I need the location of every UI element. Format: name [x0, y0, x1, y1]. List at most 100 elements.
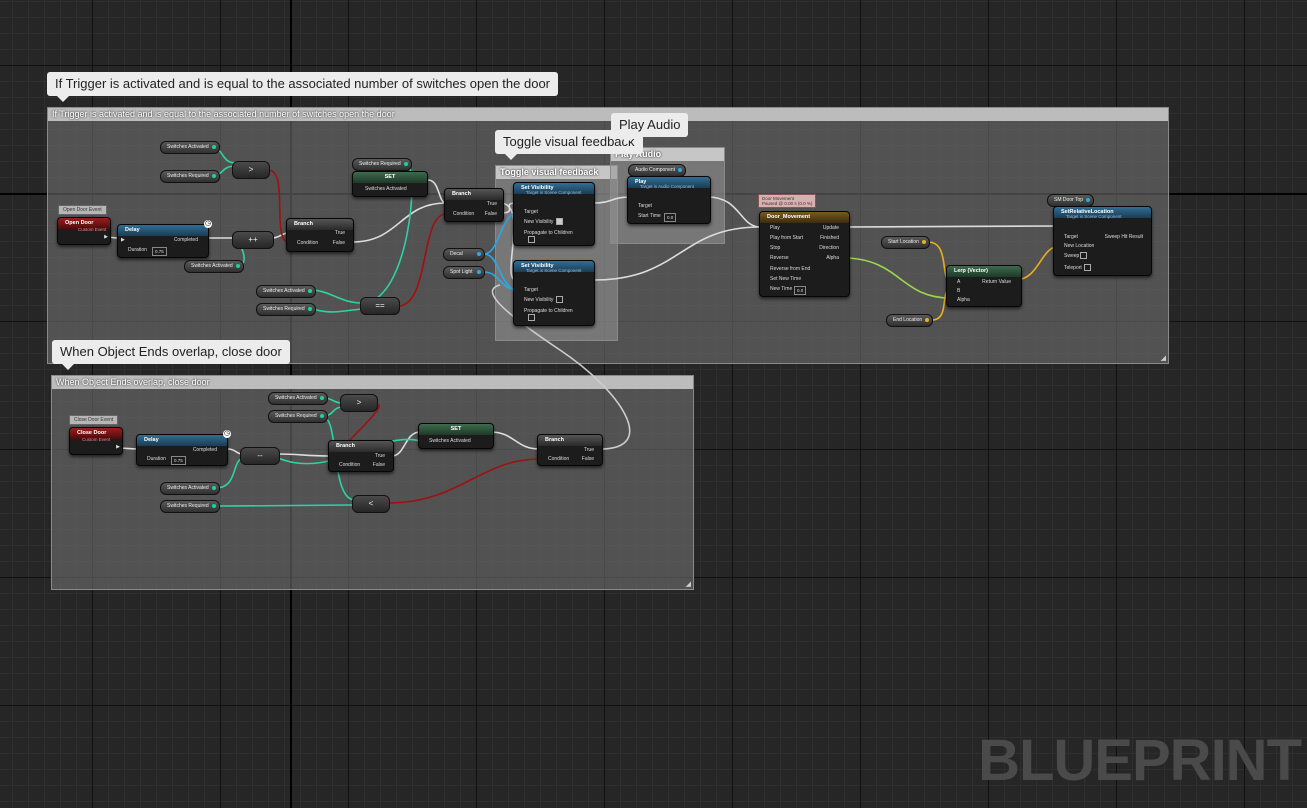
- completed-pin[interactable]: Completed: [173, 237, 198, 243]
- var-switches-required[interactable]: Switches Required: [160, 170, 220, 183]
- timeline-output-direction[interactable]: Direction: [819, 245, 839, 251]
- target-pin[interactable]: Target: [1064, 234, 1078, 240]
- set-var-pin[interactable]: Switches Activated: [365, 186, 407, 192]
- open-door-event-node[interactable]: Open Door Custom Event ▶: [57, 217, 111, 245]
- less-than-node[interactable]: <: [352, 495, 390, 513]
- comment-bubble-open-door[interactable]: If Trigger is activated and is equal to …: [47, 72, 559, 102]
- node-subtitle: Target is Scene Component: [526, 268, 582, 273]
- visibility-checkbox[interactable]: [554, 218, 563, 226]
- greater-node[interactable]: >: [232, 161, 270, 179]
- timeline-node[interactable]: Door_Movement Play Play from Start Stop …: [759, 211, 850, 297]
- timeline-input-stop[interactable]: Stop: [770, 245, 781, 251]
- false-pin[interactable]: False: [581, 456, 594, 462]
- propagate-checkbox[interactable]: [526, 236, 535, 244]
- timeline-input-play-from-start[interactable]: Play from Start: [770, 235, 804, 241]
- var-switches-required[interactable]: Switches Required: [256, 303, 316, 316]
- propagate-pin[interactable]: Propagate to Children: [524, 308, 573, 314]
- target-pin[interactable]: Target: [638, 203, 652, 209]
- exec-out-pin-icon[interactable]: ▶: [116, 444, 120, 450]
- lerp-vector-node[interactable]: Lerp (Vector) A B Alpha Return Value: [946, 265, 1022, 307]
- comment-bubble-play-audio[interactable]: Play Audio: [611, 113, 689, 143]
- branch-node[interactable]: Branch True False Condition: [444, 188, 504, 222]
- true-pin[interactable]: True: [374, 453, 385, 459]
- lerp-alpha-pin[interactable]: Alpha: [957, 297, 970, 303]
- false-pin[interactable]: False: [372, 462, 385, 468]
- timeline-input-new-time[interactable]: New Time: [770, 286, 793, 292]
- true-pin[interactable]: True: [486, 201, 497, 207]
- branch-node[interactable]: Branch True False Condition: [537, 434, 603, 466]
- decrement-node[interactable]: --: [240, 447, 280, 465]
- timeline-output-update[interactable]: Update: [822, 225, 839, 231]
- var-switches-activated[interactable]: Switches Activated: [160, 482, 220, 495]
- propagate-pin[interactable]: Propagate to Children: [524, 230, 573, 236]
- timeline-input-reverse[interactable]: Reverse: [770, 255, 789, 261]
- delay-node[interactable]: Delay Completed Duration 0.75 ◷: [136, 430, 231, 466]
- var-spot-light[interactable]: Spot Light: [443, 266, 485, 279]
- var-switches-activated[interactable]: Switches Activated: [268, 392, 328, 405]
- exec-out-pin-icon[interactable]: ▶: [104, 234, 108, 240]
- delay-node[interactable]: Delay ▶ Completed Duration 0.75 ◷: [117, 220, 212, 258]
- target-pin[interactable]: Target: [524, 209, 538, 215]
- set-switches-node[interactable]: SET Switches Activated: [418, 423, 494, 449]
- event-label: Close Door Event: [69, 415, 119, 425]
- set-visibility-node[interactable]: Set Visibility Target is Scene Component…: [513, 182, 595, 246]
- new-location-pin[interactable]: New Location: [1064, 243, 1095, 249]
- branch-node[interactable]: Branch True False Condition: [286, 218, 354, 252]
- equals-node[interactable]: ==: [360, 297, 400, 315]
- var-decal[interactable]: Decal: [443, 248, 485, 261]
- condition-pin[interactable]: Condition: [297, 240, 319, 246]
- timeline-input-play[interactable]: Play: [770, 225, 780, 231]
- new-visibility-pin[interactable]: New Visibility: [524, 219, 554, 225]
- condition-pin[interactable]: Condition: [453, 211, 475, 217]
- timeline-output-alpha[interactable]: Alpha: [826, 255, 839, 261]
- duration-field[interactable]: 0.75: [152, 247, 167, 256]
- var-switches-required[interactable]: Switches Required: [268, 410, 328, 423]
- sweep-checkbox[interactable]: [1078, 252, 1087, 260]
- timeline-status-badge: Door Movement Paused @ 0.00 s (0.0 %): [758, 194, 817, 208]
- lerp-a-pin[interactable]: A: [957, 279, 961, 285]
- duration-field[interactable]: 0.75: [171, 456, 186, 465]
- set-relative-location-node[interactable]: SetRelativeLocation Target is Scene Comp…: [1053, 206, 1152, 276]
- branch-node[interactable]: Branch True False Condition: [328, 440, 394, 472]
- increment-node[interactable]: ++: [232, 231, 274, 249]
- condition-pin[interactable]: Condition: [548, 456, 570, 462]
- lerp-return-pin[interactable]: Return Value: [982, 279, 1011, 285]
- visibility-checkbox[interactable]: [554, 296, 563, 304]
- start-time-field[interactable]: 0.0: [664, 213, 677, 222]
- timeline-input-reverse-from-end[interactable]: Reverse from End: [770, 266, 811, 272]
- sweep-pin[interactable]: Sweep: [1064, 253, 1080, 259]
- sweep-hit-pin[interactable]: Sweep Hit Result: [1104, 234, 1143, 240]
- resize-grip-icon[interactable]: ◢: [685, 581, 691, 588]
- new-time-field[interactable]: 0.0: [794, 286, 807, 295]
- false-pin[interactable]: False: [332, 240, 345, 246]
- teleport-checkbox[interactable]: [1082, 264, 1091, 272]
- set-switches-node[interactable]: SET Switches Activated: [352, 171, 428, 197]
- var-end-location[interactable]: End Location: [886, 314, 934, 327]
- completed-pin[interactable]: Completed: [192, 447, 217, 453]
- set-visibility-node[interactable]: Set Visibility Target is Scene Component…: [513, 260, 595, 326]
- resize-grip-icon[interactable]: ◢: [1160, 355, 1166, 362]
- var-switches-required[interactable]: Switches Required: [352, 158, 412, 171]
- timeline-input-set-new-time[interactable]: Set New Time: [770, 276, 802, 282]
- play-audio-node[interactable]: Play Target is Audio Component Target St…: [627, 176, 711, 224]
- false-pin[interactable]: False: [484, 211, 497, 217]
- condition-pin[interactable]: Condition: [339, 462, 361, 468]
- greater-node[interactable]: >: [340, 394, 378, 412]
- new-visibility-pin[interactable]: New Visibility: [524, 297, 554, 303]
- var-switches-activated[interactable]: Switches Activated: [184, 260, 244, 273]
- target-pin[interactable]: Target: [524, 287, 538, 293]
- propagate-checkbox[interactable]: [526, 314, 535, 322]
- close-door-event-node[interactable]: Close Door Custom Event ▶: [69, 427, 123, 455]
- var-switches-activated[interactable]: Switches Activated: [256, 285, 316, 298]
- var-switches-required[interactable]: Switches Required: [160, 500, 220, 513]
- true-pin[interactable]: True: [334, 230, 345, 236]
- timeline-output-finished[interactable]: Finished: [820, 235, 839, 241]
- exec-in-pin-icon[interactable]: ▶: [121, 237, 125, 243]
- var-start-location[interactable]: Start Location: [881, 236, 930, 249]
- set-var-pin[interactable]: Switches Activated: [429, 438, 471, 444]
- lerp-b-pin[interactable]: B: [957, 288, 961, 294]
- teleport-pin[interactable]: Teleport: [1064, 265, 1082, 271]
- var-switches-activated[interactable]: Switches Activated: [160, 141, 220, 154]
- comment-bubble-close-door[interactable]: When Object Ends overlap, close door: [52, 340, 290, 370]
- true-pin[interactable]: True: [583, 447, 594, 453]
